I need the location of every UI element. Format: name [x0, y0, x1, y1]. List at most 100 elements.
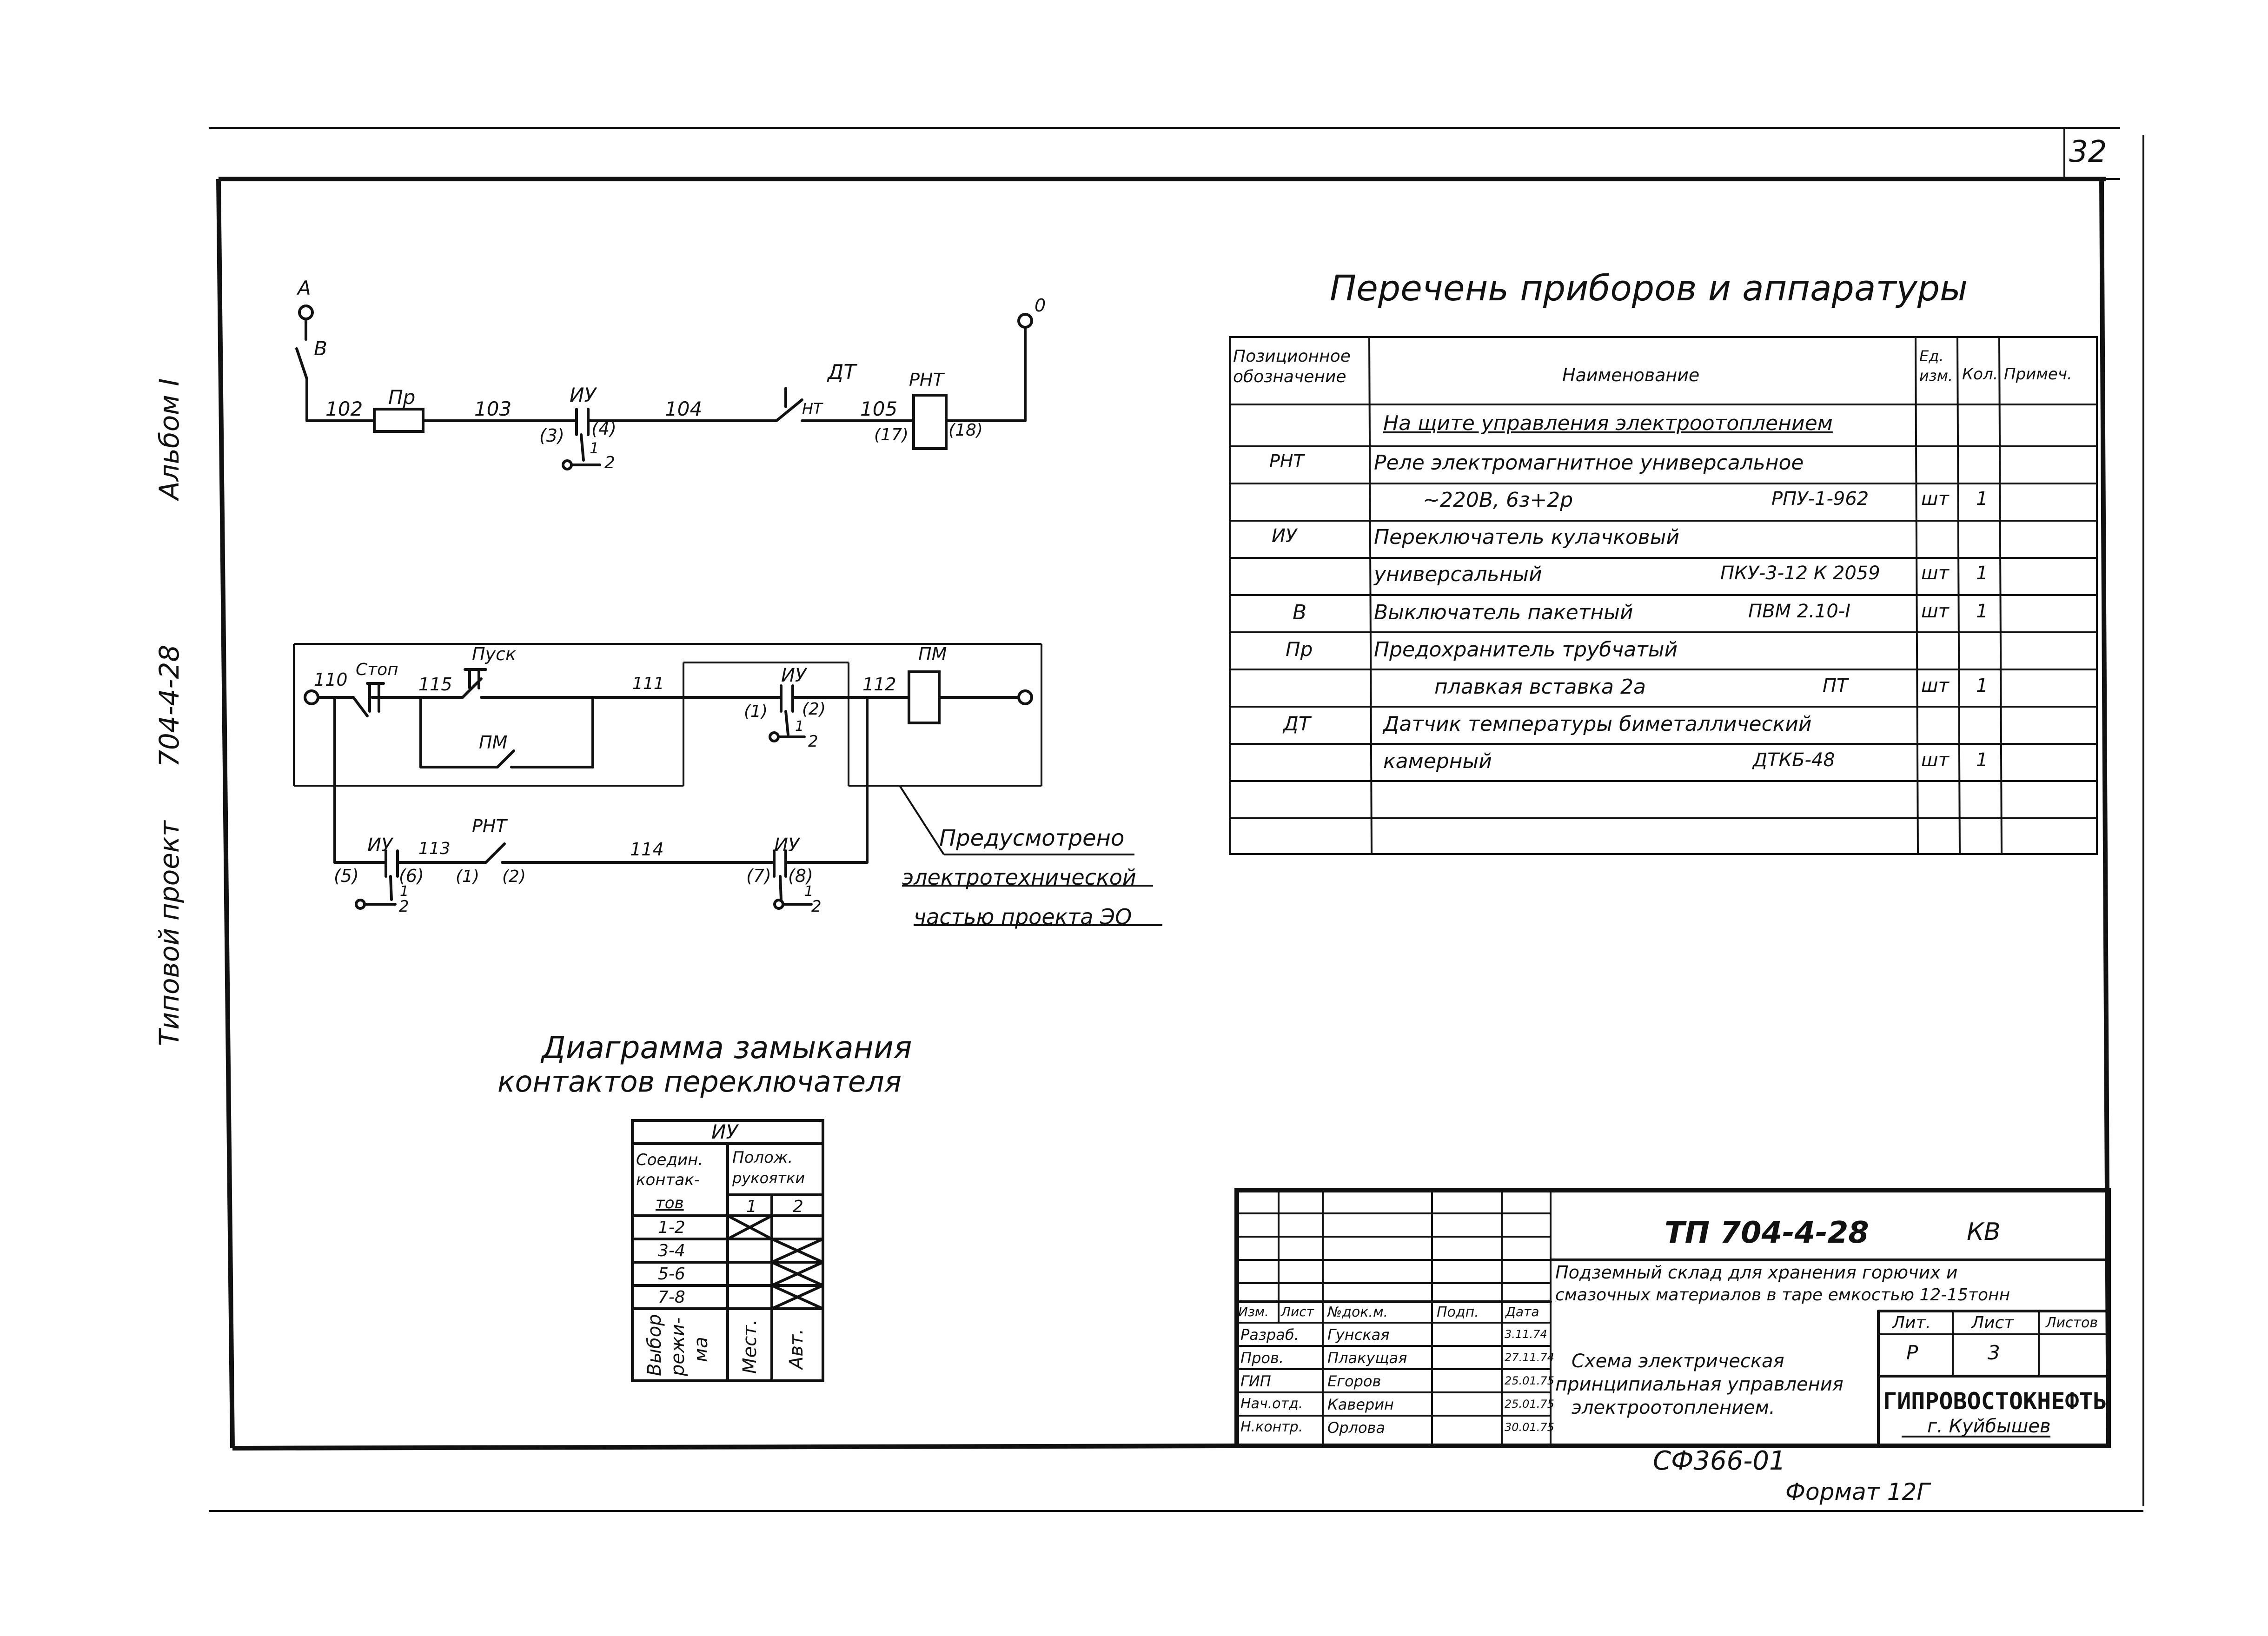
row-unit: шт	[1921, 675, 1949, 696]
col1-line-3: тов	[656, 1194, 684, 1212]
row-unit: шт	[1921, 601, 1949, 622]
col1-line-1: Соедин.	[636, 1151, 703, 1169]
staff-name: Каверин	[1327, 1396, 1394, 1413]
mode-label-1: Выбор	[644, 1314, 665, 1376]
row-pos-pr: Пр	[1286, 638, 1313, 661]
contact-1-bottom: (1)	[456, 867, 479, 886]
staff-role: Н.контр.	[1240, 1419, 1303, 1435]
pm-contact-label: ПМ	[479, 732, 508, 753]
staff-date: 25.01.75	[1505, 1374, 1554, 1387]
table-row: плавкая вставка 2а	[1434, 675, 1646, 699]
node-113: 113	[418, 839, 451, 858]
header-name: Наименование	[1562, 365, 1700, 385]
row-model: ПКУ-3-12 К 2059	[1720, 563, 1880, 584]
staff-date: 30.01.75	[1505, 1421, 1554, 1434]
col-header-doc: №док.м.	[1327, 1304, 1388, 1320]
row-pos-b: В	[1293, 601, 1307, 624]
table-row: Реле электромагнитное универсальное	[1374, 451, 1804, 475]
switch-iu-label: ИУ	[570, 384, 597, 406]
staff-name: Плакущая	[1327, 1349, 1407, 1367]
pos-1-bl: 1	[400, 883, 409, 900]
col2-line-1: Полож.	[732, 1148, 793, 1167]
staff-role: Нач.отд.	[1240, 1396, 1303, 1412]
drawing-code: СФ366-01	[1653, 1446, 1786, 1476]
note-line-2: электротехнической	[902, 865, 1136, 890]
sheet-title-3: электроотоплением.	[1572, 1397, 1775, 1418]
row-pos-iu: ИУ	[1272, 525, 1297, 547]
col-header-izm: Изм.	[1238, 1304, 1269, 1319]
node-a-label: A	[298, 277, 311, 299]
node-o-label: 0	[1035, 295, 1046, 316]
contact-6: (6)	[399, 866, 424, 886]
lit-label: Лит.	[1892, 1313, 1931, 1332]
list-item: 3-4	[658, 1241, 685, 1260]
project-code: ТП 704-4-28	[1665, 1216, 1869, 1250]
node-115: 115	[418, 674, 452, 695]
switch-b-label: B	[314, 337, 327, 360]
node-112: 112	[862, 674, 896, 695]
row-pos-dt: ДТ	[1283, 712, 1311, 735]
node-110: 110	[314, 669, 348, 690]
table-row: Предохранитель трубчатый	[1374, 638, 1678, 662]
note-line-3: частью проекта ЭО	[914, 904, 1132, 929]
node-111: 111	[632, 674, 664, 693]
diagram-header-iu: ИУ	[711, 1120, 738, 1143]
iu-label-bottom-right: ИУ	[774, 835, 800, 856]
node-114: 114	[630, 839, 664, 860]
diagram-title-1: Диаграмма замыкания	[542, 1030, 912, 1066]
relay-label: РНТ	[909, 370, 944, 390]
stop-button-label: Стоп	[356, 660, 398, 679]
contact-4: (4)	[591, 418, 617, 439]
contact-2-bottom: (2)	[502, 867, 526, 886]
table-row: универсальный	[1374, 563, 1542, 586]
pos-1-top: 1	[795, 718, 804, 735]
row-pos-rnt: РНТ	[1269, 451, 1304, 471]
sheet-title-2: принципиальная управления	[1555, 1374, 1844, 1395]
table-row: На щите управления электроотоплением	[1383, 411, 1833, 435]
diagram-title-2: контактов переключателя	[497, 1065, 902, 1099]
list-item: 7-8	[658, 1288, 685, 1307]
sheets-label: Листов	[2046, 1315, 2098, 1331]
side-text-type: Типовой	[153, 928, 185, 1046]
wire-104: 104	[665, 397, 703, 420]
project-name-1: Подземный склад для хранения горючих и	[1555, 1262, 1958, 1283]
pos-1: 1	[590, 439, 599, 457]
pos-2: 2	[604, 453, 615, 472]
wire-102: 102	[325, 397, 363, 420]
pm-coil-label: ПМ	[918, 644, 947, 664]
relay-contact-17: (17)	[874, 425, 909, 444]
row-model: ПТ	[1823, 675, 1848, 696]
lit-value: Р	[1906, 1341, 1918, 1364]
pos-2-bl: 2	[399, 897, 409, 916]
pos-1-br: 1	[804, 883, 814, 900]
start-button-label: Пуск	[472, 644, 516, 664]
side-text-project: проект	[153, 821, 185, 921]
table-row: ~220В, 6з+2р	[1423, 488, 1573, 512]
organization: ГИПРОВОСТОКНЕФТЬ	[1883, 1388, 2107, 1415]
table-row: камерный	[1383, 749, 1492, 773]
row-qty: 1	[1976, 563, 1988, 584]
project-name-2: смазочных материалов в таре емкостью 12-…	[1555, 1285, 2010, 1305]
row-qty: 1	[1976, 749, 1988, 771]
staff-name: Егоров	[1327, 1372, 1381, 1390]
sensor-contact-label: НТ	[802, 400, 822, 417]
mode-label-3: ма	[690, 1337, 712, 1362]
sheet-number: 32	[2069, 135, 2107, 169]
row-model: ПВМ 2.10-I	[1748, 601, 1851, 622]
row-model: РПУ-1-962	[1771, 488, 1869, 510]
staff-role: Разраб.	[1240, 1326, 1299, 1344]
pos-2-top: 2	[808, 732, 818, 751]
iu-label-bottom-left: ИУ	[367, 835, 393, 856]
organization-city: г. Куйбышев	[1927, 1416, 2051, 1437]
pos-2-br: 2	[811, 897, 822, 916]
contact-5: (5)	[334, 866, 359, 886]
table-row: Переключатель кулачковый	[1374, 525, 1680, 549]
header-qty: Кол.	[1962, 365, 1998, 384]
staff-date: 27.11.74	[1505, 1351, 1554, 1364]
sheet-label: Лист	[1971, 1313, 2014, 1332]
header-position: Позиционное обозначение	[1233, 347, 1351, 386]
contact-7: (7)	[746, 866, 771, 886]
position-1: 1	[746, 1197, 757, 1216]
wire-105: 105	[860, 397, 898, 420]
